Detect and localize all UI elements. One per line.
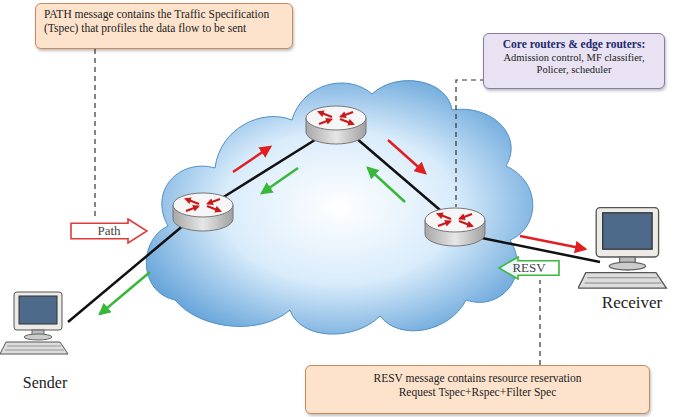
note-text: Admission control, MF classifier, Police… (490, 52, 658, 77)
note-text: Core routers & edge routers: (490, 38, 658, 52)
data-flow-arrows (233, 140, 585, 249)
monitor-case (596, 208, 658, 257)
keyboard (0, 342, 68, 354)
reservation-arrows (100, 168, 405, 314)
leader-line (456, 80, 485, 207)
host-label: Sender (0, 373, 90, 392)
message-arrow: Path (70, 218, 148, 244)
note-text: PATH message contains the Traffic Specif… (44, 8, 284, 36)
network-link (222, 138, 318, 198)
reservation-arrow (262, 168, 298, 193)
note-box: RESV message contains resource reservati… (305, 365, 650, 414)
monitor-screen (19, 296, 57, 324)
router-symbol (306, 106, 366, 144)
leader-line (539, 280, 540, 365)
reservation-arrow (368, 168, 405, 202)
data-flow-arrow (388, 140, 425, 173)
message-label: Path (70, 218, 148, 244)
keyboard-keys (585, 278, 662, 283)
data-flow-arrow (520, 236, 585, 249)
router-symbol (173, 193, 233, 231)
monitor-base (609, 262, 645, 270)
keyboard-keys (5, 346, 64, 350)
monitor-screen (603, 213, 652, 249)
computer-symbol (0, 292, 68, 354)
router-symbol (425, 208, 485, 246)
leader-line (94, 49, 95, 218)
network-cloud (146, 81, 532, 335)
network-link (482, 238, 600, 262)
keyboard (578, 273, 666, 289)
computer-symbol (578, 208, 666, 289)
message-label: RESV (498, 256, 560, 280)
network-link (356, 138, 440, 210)
host-label: Receiver (578, 293, 686, 313)
monitor-base (24, 334, 52, 340)
host-computer: Receiver (578, 205, 686, 313)
host-computer: Sender (0, 290, 90, 392)
computer-symbol (0, 290, 90, 358)
note-box: Core routers & edge routers:Admission co… (483, 33, 665, 89)
arrow-outline (71, 219, 147, 243)
computer-symbol (578, 205, 686, 293)
note-text: RESV message contains resource reservati… (355, 372, 600, 400)
note-box: PATH message contains the Traffic Specif… (35, 3, 293, 49)
arrow-outline (499, 257, 559, 279)
network-links (68, 138, 600, 322)
message-arrow: RESV (498, 256, 560, 280)
reservation-arrow (100, 272, 150, 314)
data-flow-arrow (233, 147, 270, 172)
monitor-case (14, 292, 62, 330)
